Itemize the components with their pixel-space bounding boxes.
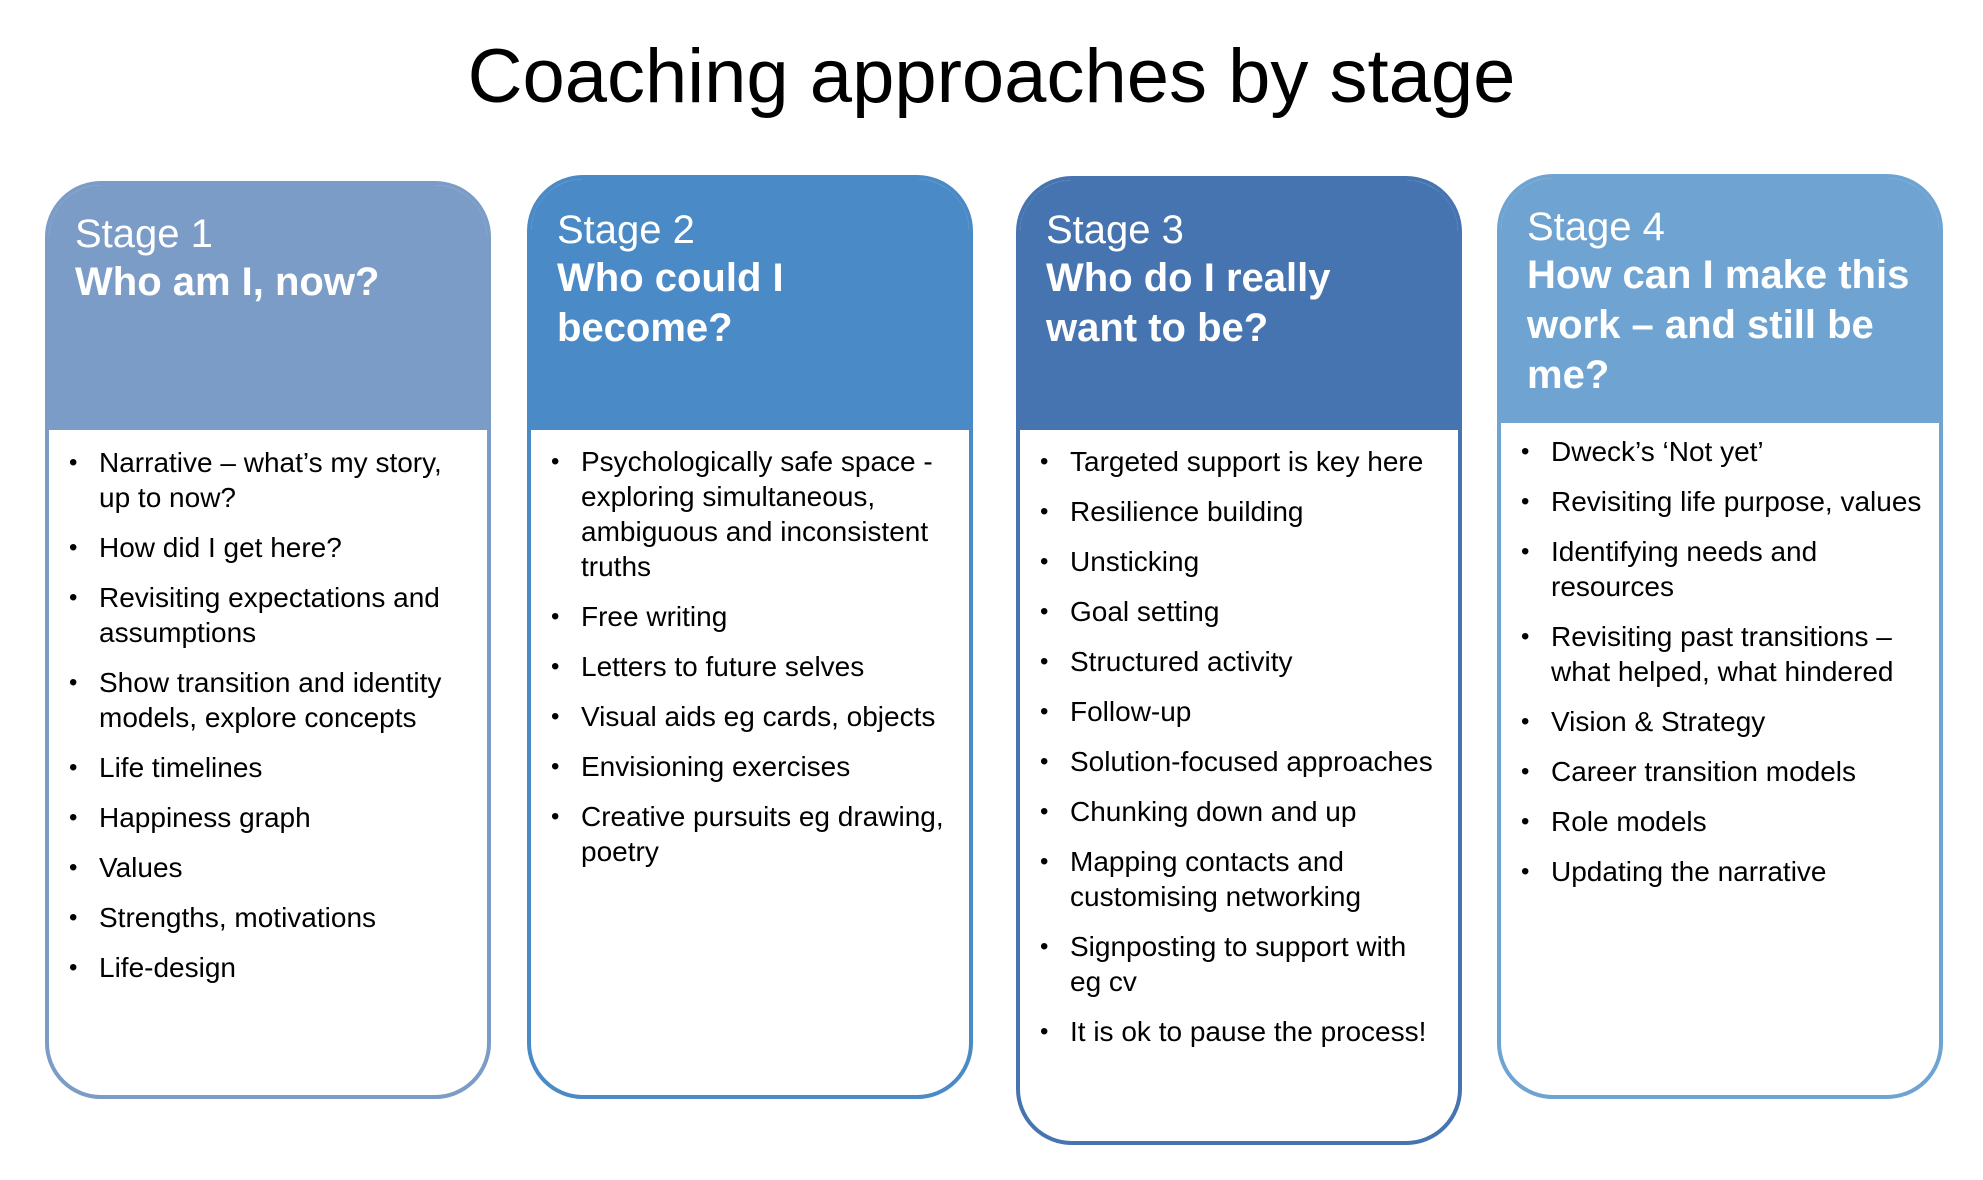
list-item: Dweck’s ‘Not yet’	[1521, 434, 1925, 469]
list-item: Letters to future selves	[551, 649, 955, 684]
list-item: Follow-up	[1040, 694, 1444, 729]
stage-1-card: Stage 1 Who am I, now? Narrative – what’…	[45, 181, 491, 1099]
list-item: Happiness graph	[69, 800, 473, 835]
list-item: Solution-focused approaches	[1040, 744, 1444, 779]
stage-1-header: Stage 1 Who am I, now?	[49, 185, 487, 430]
stage-3-header: Stage 3 Who do I really want to be?	[1020, 180, 1458, 430]
list-item: Resilience building	[1040, 494, 1444, 529]
list-item: Envisioning exercises	[551, 749, 955, 784]
list-item: Goal setting	[1040, 594, 1444, 629]
stage-2-question: Who could I become?	[557, 256, 784, 350]
list-item: Vision & Strategy	[1521, 704, 1925, 739]
list-item: Mapping contacts and customising network…	[1040, 844, 1444, 914]
list-item: Identifying needs and resources	[1521, 534, 1925, 604]
stage-1-label: Stage 1	[75, 212, 213, 256]
list-item: Revisiting past transitions – what helpe…	[1521, 619, 1925, 689]
list-item: Creative pursuits eg drawing, poetry	[551, 799, 955, 869]
list-item: Revisiting life purpose, values	[1521, 484, 1925, 519]
list-item: Strengths, motivations	[69, 900, 473, 935]
list-item: Structured activity	[1040, 644, 1444, 679]
stage-2-label: Stage 2	[557, 208, 695, 252]
list-item: Chunking down and up	[1040, 794, 1444, 829]
list-item: Targeted support is key here	[1040, 444, 1444, 479]
stage-4-question: How can I make this work – and still be …	[1527, 253, 1910, 397]
list-item: Show transition and identity models, exp…	[69, 665, 473, 735]
stage-1-list: Narrative – what’s my story, up to now? …	[49, 445, 487, 1000]
stage-4-list: Dweck’s ‘Not yet’ Revisiting life purpos…	[1501, 434, 1939, 904]
page-title: Coaching approaches by stage	[467, 34, 1516, 119]
list-item: Free writing	[551, 599, 955, 634]
list-item: Career transition models	[1521, 754, 1925, 789]
stage-1-question: Who am I, now?	[75, 260, 380, 304]
stage-4-header: Stage 4 How can I make this work – and s…	[1501, 178, 1939, 423]
stage-2-card: Stage 2 Who could I become? Psychologica…	[527, 175, 973, 1099]
list-item: Values	[69, 850, 473, 885]
list-item: Narrative – what’s my story, up to now?	[69, 445, 473, 515]
stage-4-label: Stage 4	[1527, 205, 1665, 249]
stage-2-header: Stage 2 Who could I become?	[531, 179, 969, 430]
stage-4-card: Stage 4 How can I make this work – and s…	[1497, 174, 1943, 1099]
list-item: How did I get here?	[69, 530, 473, 565]
stage-3-card: Stage 3 Who do I really want to be? Targ…	[1016, 176, 1462, 1145]
stage-3-question: Who do I really want to be?	[1046, 256, 1331, 350]
list-item: Psychologically safe space - exploring s…	[551, 444, 955, 584]
stage-2-list: Psychologically safe space - exploring s…	[531, 444, 969, 884]
list-item: Visual aids eg cards, objects	[551, 699, 955, 734]
stage-3-list: Targeted support is key here Resilience …	[1020, 444, 1458, 1064]
list-item: Unsticking	[1040, 544, 1444, 579]
list-item: Life-design	[69, 950, 473, 985]
list-item: Life timelines	[69, 750, 473, 785]
list-item: Role models	[1521, 804, 1925, 839]
stage-3-label: Stage 3	[1046, 208, 1184, 252]
list-item: Revisiting expectations and assumptions	[69, 580, 473, 650]
list-item: Signposting to support with eg cv	[1040, 929, 1444, 999]
list-item: Updating the narrative	[1521, 854, 1925, 889]
list-item: It is ok to pause the process!	[1040, 1014, 1444, 1049]
